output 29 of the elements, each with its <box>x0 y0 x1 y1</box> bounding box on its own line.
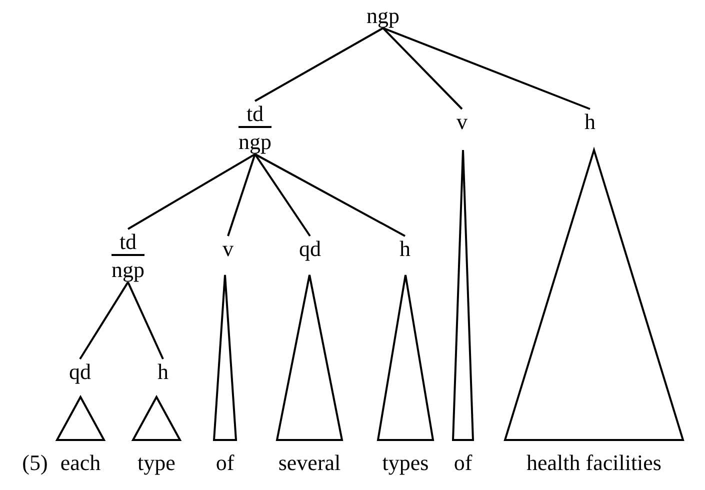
category-label: ngp <box>366 4 400 28</box>
tree-branch <box>382 27 463 110</box>
word-label: of <box>454 452 472 474</box>
category-label: ngp <box>238 130 272 154</box>
tree-branch <box>227 154 256 236</box>
tree-branch <box>254 153 406 237</box>
word-label: type <box>138 452 176 474</box>
category-label: qd <box>69 360 91 384</box>
tree-branch <box>128 153 256 230</box>
category-label: h <box>158 360 168 384</box>
category-label: v <box>222 237 234 260</box>
category-label-with-bar: td <box>112 230 144 256</box>
word-label: health facilities <box>526 452 662 474</box>
tree-branch <box>127 282 164 360</box>
word-label: each <box>60 452 101 474</box>
category-label: ngp <box>112 258 144 282</box>
word-label: several <box>278 452 341 474</box>
example-number: (5) <box>22 452 48 474</box>
category-label: qd <box>299 237 321 260</box>
category-label: h <box>400 237 410 260</box>
category-label: v <box>456 110 468 134</box>
tree-branch <box>254 154 311 237</box>
tree-branch <box>254 27 384 102</box>
tree-branch <box>382 27 590 110</box>
category-label: h <box>584 110 596 134</box>
category-label-with-bar: td <box>238 102 272 128</box>
word-label: of <box>216 452 234 474</box>
tree-branch <box>79 282 129 360</box>
word-label: types <box>382 452 429 474</box>
